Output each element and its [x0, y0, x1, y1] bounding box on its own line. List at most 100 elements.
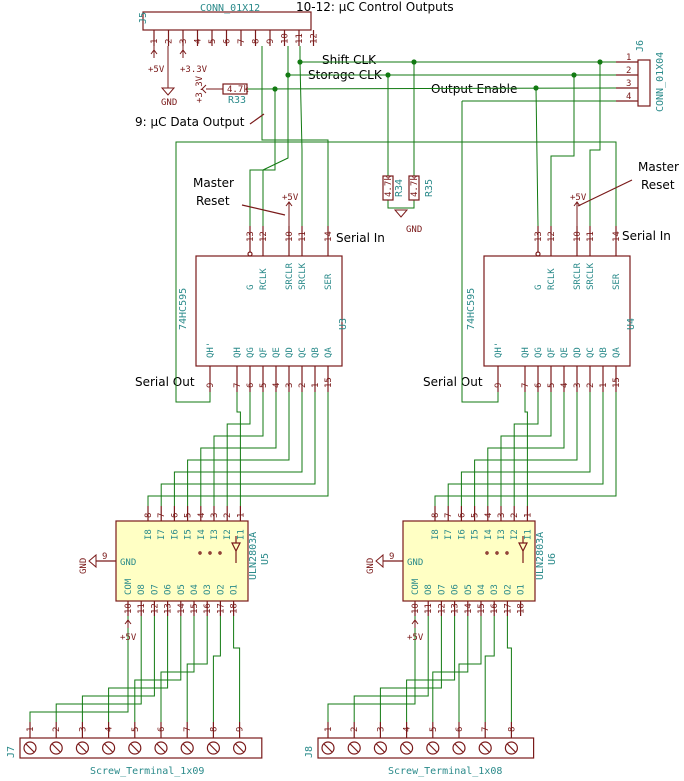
shift-bottom-pin-label: QF: [547, 347, 557, 358]
screw-slot: [77, 743, 87, 753]
driver-internal-dot: [208, 551, 212, 555]
screw-terminal-screw-8: [206, 741, 220, 755]
screw-slot: [25, 743, 35, 753]
driver-input-pin-number: 7: [157, 513, 167, 518]
driver-internal-dot: [198, 551, 202, 555]
driver-output-pin-number: 12: [437, 603, 447, 614]
shift-to-driver-wire: [513, 392, 539, 506]
shift-bottom-pin-label: QA: [612, 347, 622, 358]
shift-bottom-pin-label: QH': [206, 342, 216, 358]
shift-top-pin-label: RCLK: [547, 268, 557, 290]
screw-terminal-value: Screw_Terminal_1x08: [388, 766, 502, 777]
shift-bottom-pin-number: 7: [521, 383, 531, 388]
shift-to-driver-wire: [173, 392, 303, 506]
shift-top-pin-label: G: [246, 285, 256, 290]
screw-terminal-value: Screw_Terminal_1x09: [90, 766, 204, 777]
driver-input-pin-label: I4: [484, 529, 494, 540]
data-output-pointer: [249, 113, 265, 125]
j5-pin-number: 12: [310, 33, 320, 44]
driver-internal-dot: [218, 551, 222, 555]
u4-rclk-wire: [550, 75, 575, 226]
master-reset-pointer-u4: [577, 179, 633, 207]
driver-input-pin-number: 2: [510, 513, 520, 518]
screw-slot: [235, 743, 245, 753]
driver-value: ULN2803A: [535, 532, 546, 580]
shift-top-pin-number: 12: [259, 231, 269, 242]
shift-bottom-pin-number: 5: [259, 383, 269, 388]
j5-pin-number: 5: [208, 39, 218, 44]
driver-input-pin-label: I5: [471, 529, 481, 540]
driver-input-pin-number: 7: [444, 513, 454, 518]
screw-slot: [480, 743, 490, 753]
r33-body: [222, 83, 248, 95]
shift-to-driver-wire: [147, 392, 329, 506]
shift-bottom-pin-number: 9: [494, 383, 504, 388]
driver-output-pin-label: O5: [177, 584, 187, 595]
screw-terminal-pin-number: 7: [183, 727, 193, 732]
driver-gnd-pin-number: 9: [389, 552, 394, 562]
screw-terminal-pin-number: 7: [481, 727, 491, 732]
driver-internal-dot: [495, 551, 499, 555]
screw-terminal-screw-7: [478, 741, 492, 755]
shift-top-pin-label: SER: [612, 273, 622, 290]
screw-slot: [156, 743, 166, 753]
gnd-symbol: [160, 87, 176, 96]
screw-slot: [349, 743, 359, 753]
master-reset-note-u4-line1: Master: [638, 160, 679, 174]
power-33v-label-r33: +3.3V: [195, 75, 205, 103]
driver-input-pin-number: 4: [484, 513, 494, 518]
driver-gnd-symbol: [375, 553, 384, 569]
shift-bottom-pin-label: QB: [599, 347, 609, 358]
shift-top-pin-number: 10: [573, 231, 583, 242]
serial-out-note-u4: Serial Out: [423, 375, 483, 389]
shift-bottom-pin-number: 4: [560, 383, 570, 388]
driver-output-pin-number: 10: [124, 603, 134, 614]
driver-output-pin-label: O3: [203, 584, 213, 595]
screw-terminal-screw-6: [154, 741, 168, 755]
shift-top-pin-label: SRCLR: [285, 262, 295, 290]
shift-bottom-pin-label: QD: [573, 347, 583, 358]
shift-to-driver-wire: [236, 392, 241, 506]
driver-to-terminal-wire: [160, 616, 195, 722]
screw-terminal-screw-1: [23, 741, 37, 755]
shift-pin-inverter-bubble: [247, 251, 253, 257]
driver-to-terminal-wire: [484, 616, 495, 722]
serial-chain-wire: [175, 141, 462, 403]
screw-terminal-pin-number: 2: [350, 727, 360, 732]
j5-pin-number: 1: [150, 39, 160, 44]
shift-bottom-pin-number: 15: [612, 377, 622, 388]
screw-terminal-pin-number: 6: [455, 727, 465, 732]
j5-pin-number: 7: [237, 39, 247, 44]
driver-output-pin-label: O4: [190, 584, 200, 595]
driver-output-pin-number: 14: [177, 603, 187, 614]
screw-terminal-screw-8: [504, 741, 518, 755]
shift-top-pin-number: 11: [298, 231, 308, 242]
driver-body: [115, 520, 249, 602]
driver-to-terminal-wire: [506, 616, 512, 722]
driver-input-pin-label: I2: [510, 529, 520, 540]
driver-output-pin-number: 18: [230, 603, 240, 614]
driver-ref: U6: [547, 553, 558, 565]
shift-bottom-pin-label: QB: [311, 347, 321, 358]
driver-output-pin-label: O1: [517, 584, 527, 595]
driver-output-pin-label: O7: [437, 584, 447, 595]
driver-to-terminal-wire: [81, 616, 155, 722]
shift-bottom-pin-number: 3: [285, 383, 295, 388]
j5-pin-number: 6: [223, 39, 233, 44]
driver-output-pin-number: 16: [203, 603, 213, 614]
shift-to-driver-wire: [160, 392, 316, 506]
shift-register-ref: U3: [338, 318, 349, 330]
driver-gnd-symbol: [88, 553, 97, 569]
screw-slot: [454, 743, 464, 753]
power-5v-arrow: [179, 49, 187, 55]
driver-output-pin-label: O4: [477, 584, 487, 595]
u4-serial-out-wire: [461, 101, 499, 403]
shift-to-driver-wire: [487, 392, 565, 506]
shift-bottom-pin-number: 5: [547, 383, 557, 388]
shift-top-pin-label: G: [534, 285, 544, 290]
screw-terminal-pin-number: 4: [105, 727, 115, 732]
driver-gnd-pin-label: GND: [407, 558, 423, 568]
driver-output-pin-number: 13: [164, 603, 174, 614]
u4-srclk-wire: [589, 62, 601, 226]
driver-input-pin-label: I2: [223, 529, 233, 540]
